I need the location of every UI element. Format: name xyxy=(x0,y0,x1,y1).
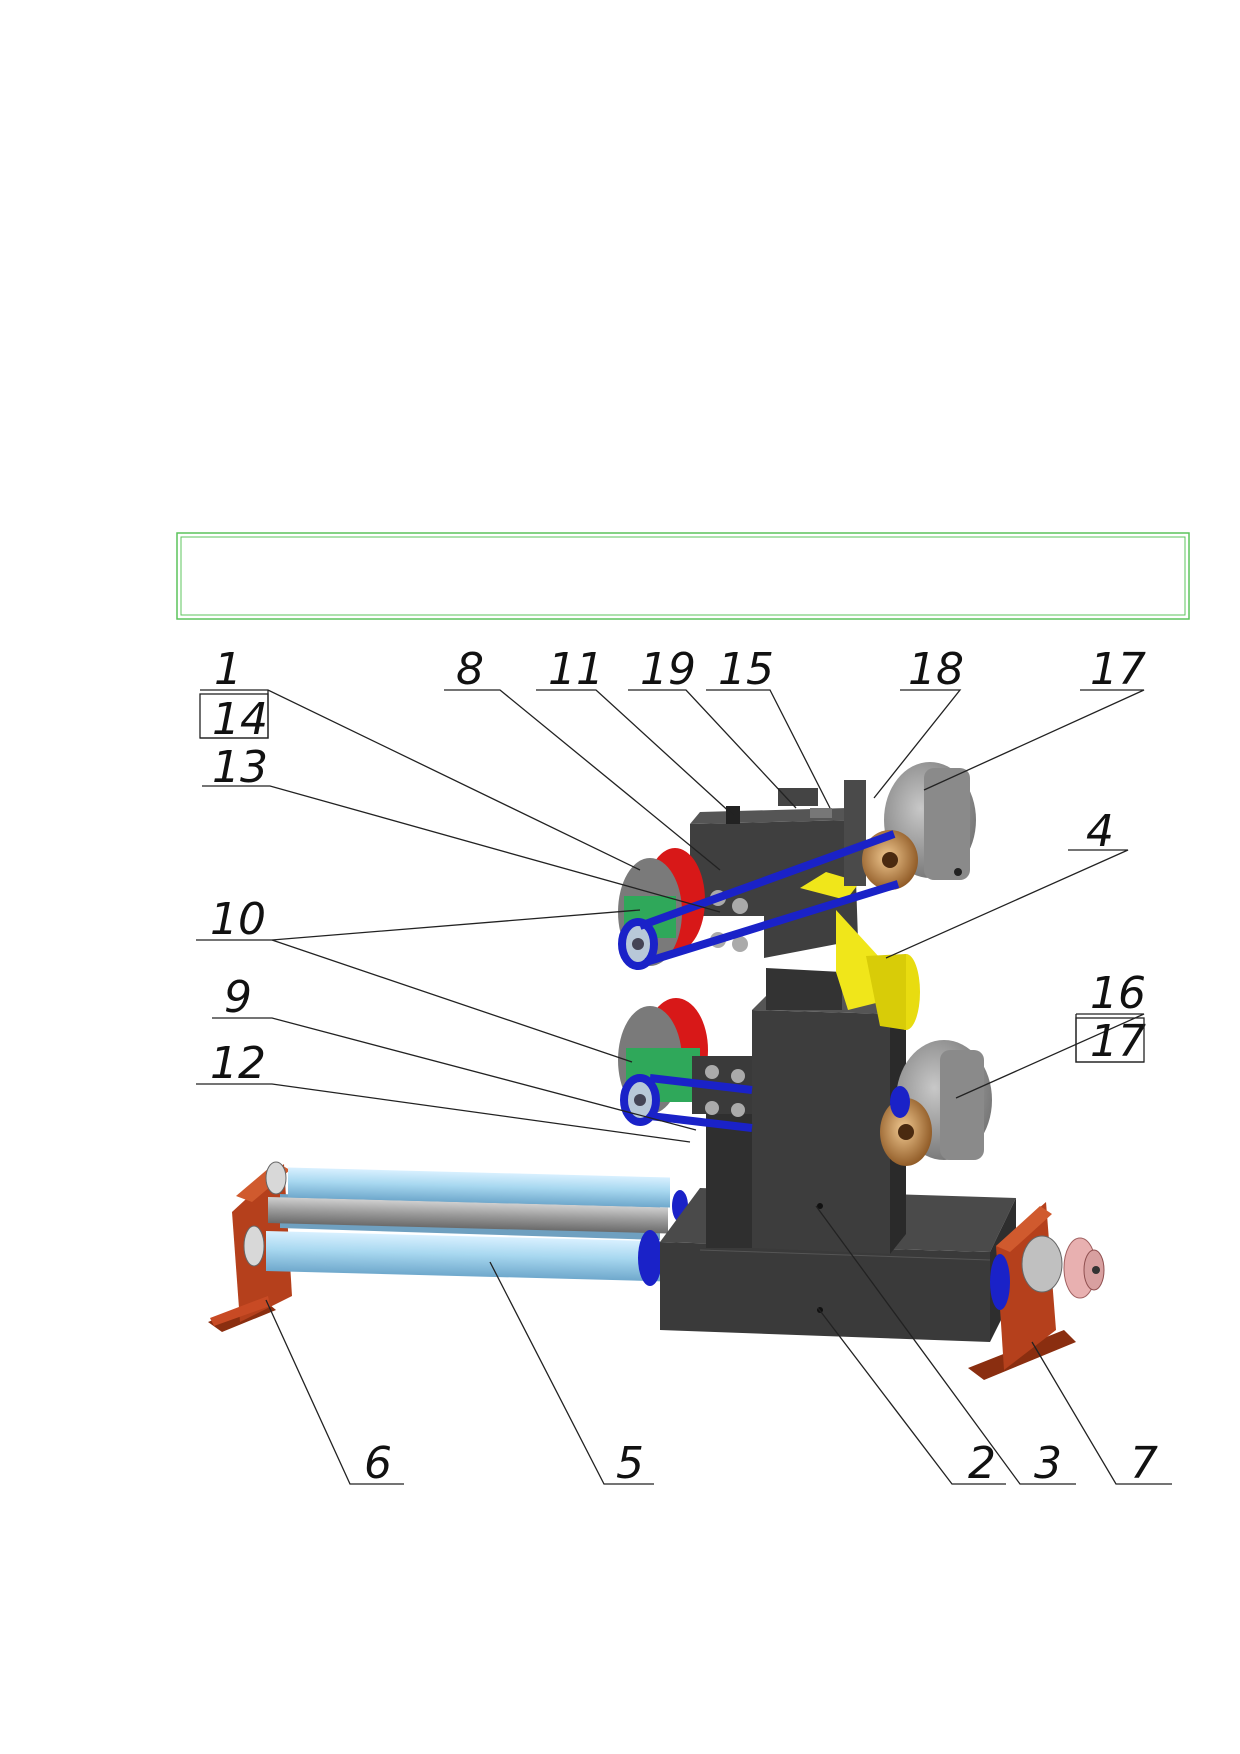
upper-head xyxy=(690,788,858,958)
roller-shafts xyxy=(243,1161,688,1286)
callout-10: 10 xyxy=(210,894,266,945)
callout-11: 11 xyxy=(548,644,604,695)
callout-4: 4 xyxy=(1086,806,1114,857)
callout-5: 5 xyxy=(616,1438,644,1489)
callout-17-upper: 17 xyxy=(1090,644,1146,695)
callout-14: 14 xyxy=(212,694,268,745)
title-frame xyxy=(176,532,1190,620)
callout-labels: 1 8 11 19 15 18 17 14 13 4 10 16 17 9 12… xyxy=(199,644,1158,1489)
callout-16: 16 xyxy=(1090,968,1146,1019)
leader-lines xyxy=(196,689,1172,1485)
callout-14-box xyxy=(199,693,269,739)
callout-15: 15 xyxy=(718,644,774,695)
callout-17-lower: 17 xyxy=(1090,1016,1146,1067)
callout-2: 2 xyxy=(968,1438,996,1489)
callout-9: 9 xyxy=(224,972,252,1023)
callout-17-lower-box xyxy=(1075,1017,1145,1063)
callout-13: 13 xyxy=(212,742,268,793)
callout-6: 6 xyxy=(364,1438,392,1489)
callout-7: 7 xyxy=(1130,1438,1158,1489)
right-support xyxy=(968,1202,1105,1380)
lower-left-wheel-assembly xyxy=(618,998,753,1132)
callout-3: 3 xyxy=(1034,1438,1062,1489)
callout-19: 19 xyxy=(640,644,696,695)
callout-18: 18 xyxy=(908,644,964,695)
callout-12: 12 xyxy=(210,1038,266,1089)
callout-1: 1 xyxy=(214,644,242,695)
machine-illustration xyxy=(208,762,1105,1380)
callout-8: 8 xyxy=(456,644,484,695)
upper-right-motor xyxy=(844,762,976,890)
upper-belt xyxy=(638,830,900,966)
lower-right-motor xyxy=(880,1040,992,1166)
